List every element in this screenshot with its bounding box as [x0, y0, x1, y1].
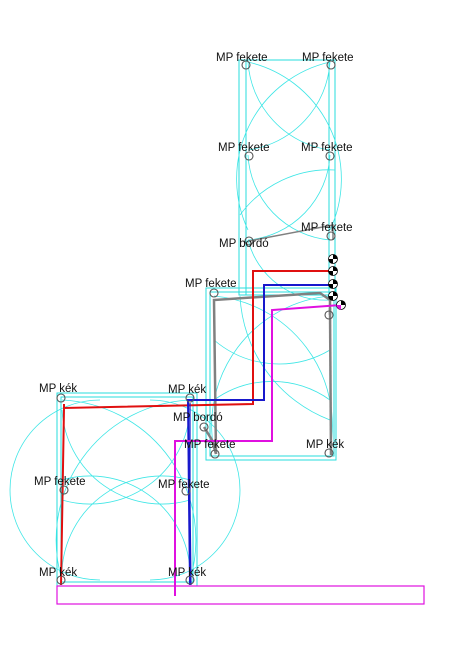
top-panel-outline — [238, 59, 336, 296]
mid-arc-1 — [213, 295, 333, 451]
gray-wire-4 — [248, 224, 334, 242]
gray-wire-3 — [328, 307, 333, 456]
blue-wire-2 — [189, 403, 192, 586]
label-right-kek-bottom: MP kék — [168, 567, 206, 579]
hole-top-left-1 — [241, 60, 251, 70]
hole-top-right-1 — [326, 60, 336, 70]
bot-arc-5 — [61, 475, 191, 571]
hole-top-right-2 — [325, 151, 335, 161]
mid-arc-3 — [213, 339, 331, 365]
label-top-left-2: MP fekete — [218, 142, 270, 154]
label-mid-fekete-bottom: MP fekete — [184, 439, 236, 451]
checker-terminal — [328, 291, 338, 301]
top-arc-4 — [236, 61, 331, 231]
label-mid-fekete-top: MP fekete — [185, 278, 237, 290]
bot-arc-6 — [61, 475, 191, 571]
red-wire — [60, 270, 333, 586]
hole-mid-bordo — [199, 422, 209, 432]
label-right-kek: MP kék — [306, 439, 344, 451]
middle-panel-outline — [205, 287, 337, 461]
hole-right-kek — [324, 448, 334, 458]
top-arc-5 — [247, 154, 331, 241]
bot-arc-3 — [61, 409, 191, 505]
hole-top-right-3 — [326, 231, 336, 241]
top-arc-2 — [247, 61, 331, 151]
bot-arc-7 — [9, 399, 101, 581]
hole-left-kek-bottom — [56, 575, 66, 585]
mid-arc-5 — [239, 295, 331, 421]
label-top-left-1: MP fekete — [216, 52, 268, 64]
checker-terminal — [328, 279, 338, 289]
label-mid-kek-left: MP kék — [168, 384, 206, 396]
middle-panel-inner — [209, 291, 335, 457]
top-panel — [236, 59, 342, 301]
top-arc-1 — [247, 61, 331, 151]
top-arc-7 — [239, 169, 336, 216]
bot-arc-4 — [61, 409, 191, 505]
hole-top-left-2 — [244, 151, 254, 161]
blue-wire — [186, 284, 333, 586]
label-mid-bordo: MP bordó — [173, 412, 223, 424]
label-top-right-2: MP fekete — [301, 142, 353, 154]
mounting-holes — [56, 60, 336, 585]
bottom-panel-inner — [60, 396, 194, 583]
label-top-right-1: MP fekete — [302, 52, 354, 64]
gray-wires — [202, 224, 334, 456]
top-arc-3 — [247, 61, 342, 231]
checker-terminal — [328, 266, 338, 276]
hole-mid-kek-left — [185, 393, 195, 403]
checker-terminal-pink — [336, 300, 346, 310]
hole-right-fekete — [181, 486, 191, 496]
magenta-base-frame — [56, 585, 425, 605]
checker-terminal — [328, 254, 338, 264]
middle-panel — [205, 287, 337, 461]
labels: MP fekete MP fekete MP fekete MP fekete … — [34, 52, 354, 579]
mid-arc-2 — [211, 295, 331, 451]
hole-top-bordo — [244, 236, 254, 246]
bot-arc-1 — [61, 399, 197, 581]
top-arc-6 — [247, 154, 331, 241]
hole-left-fekete — [59, 485, 69, 495]
hole-right-kek-bottom — [185, 575, 195, 585]
label-top-right-3: MP fekete — [301, 222, 353, 234]
label-left-kek-top: MP kék — [39, 383, 77, 395]
hole-mid-fekete-bottom — [210, 449, 220, 459]
hole-left-kek-top — [56, 393, 66, 403]
magenta-wire — [174, 304, 342, 596]
label-right-fekete: MP fekete — [158, 479, 210, 491]
hole-mid-right-top — [324, 310, 334, 320]
terminal-block — [328, 254, 346, 310]
label-top-bordo: MP bordó — [219, 238, 269, 250]
label-left-fekete: MP fekete — [34, 476, 86, 488]
hole-mid-fekete-top — [209, 288, 219, 298]
label-left-kek-bottom: MP kék — [39, 567, 77, 579]
